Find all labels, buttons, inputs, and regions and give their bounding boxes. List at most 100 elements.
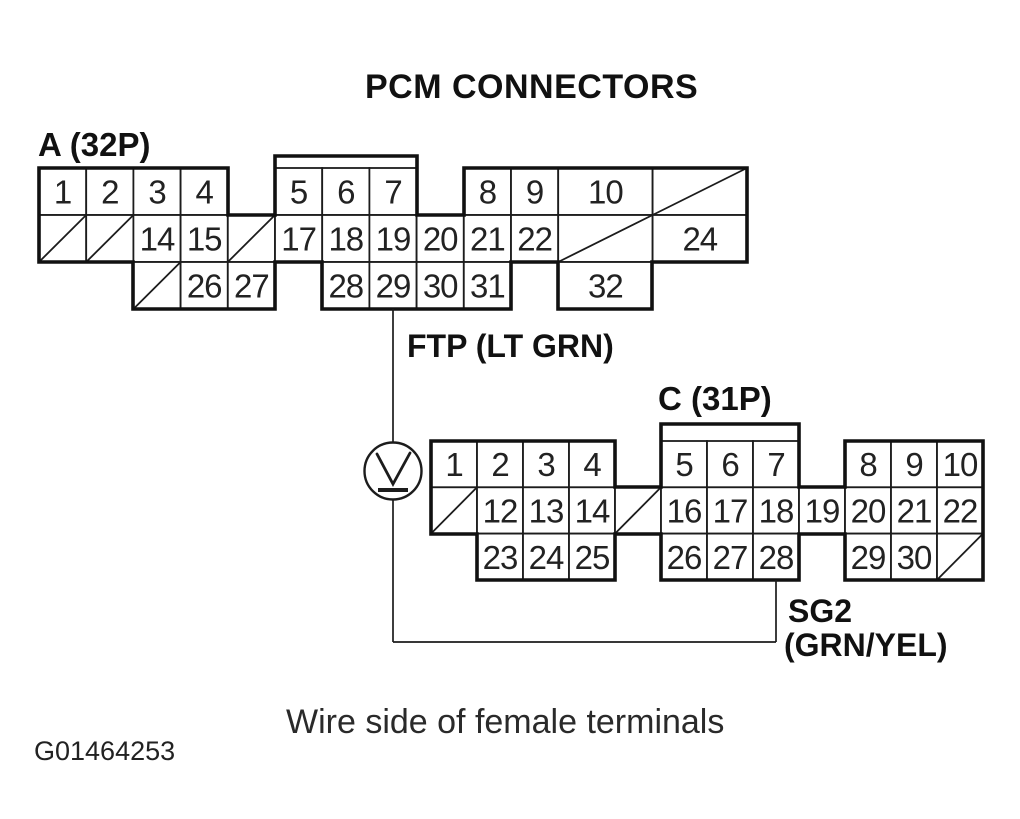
no-pin-diagonal xyxy=(227,214,276,263)
pin-cell-c-19 xyxy=(798,486,846,535)
pin-number-a-8: 8 xyxy=(479,174,496,211)
pin-number-a-19: 19 xyxy=(376,221,411,258)
pin-cell-a-15 xyxy=(179,214,229,263)
pin-number-c-8: 8 xyxy=(859,446,876,483)
pin-cell-a-6 xyxy=(321,167,371,216)
wire-ftp xyxy=(392,309,777,643)
no-pin-diagonal xyxy=(430,486,478,535)
pin-number-c-9: 9 xyxy=(905,446,922,483)
pin-number-c-21: 21 xyxy=(897,492,932,529)
pin-number-a-24: 24 xyxy=(682,221,717,258)
no-pin-diagonal xyxy=(38,214,87,263)
pin-cell-c-5 xyxy=(660,440,708,489)
pin-number-a-4: 4 xyxy=(196,174,214,211)
connector-c-label: C (31P) xyxy=(658,380,772,417)
pin-cell-c-23 xyxy=(476,532,524,581)
wire-ftp-label: FTP (LT GRN) xyxy=(407,328,614,364)
pin-number-a-14: 14 xyxy=(140,221,175,258)
connector-a-label: A (32P) xyxy=(38,126,150,163)
page-title: PCM CONNECTORS xyxy=(365,68,698,106)
pin-cell-c-28 xyxy=(752,532,800,581)
pin-cell-c-10 xyxy=(936,440,984,489)
pin-number-c-3: 3 xyxy=(537,446,554,483)
pin-number-a-29: 29 xyxy=(376,268,411,305)
pin-cell-a-27 xyxy=(226,261,276,310)
pin-number-a-31: 31 xyxy=(470,268,505,305)
pin-cell-c-14 xyxy=(568,486,616,535)
pin-number-a-20: 20 xyxy=(423,221,458,258)
pin-number-a-5: 5 xyxy=(290,174,307,211)
pin-number-c-2: 2 xyxy=(491,446,508,483)
pin-number-c-19: 19 xyxy=(805,492,840,529)
pin-cell-c-12 xyxy=(476,486,524,535)
pin-number-a-32: 32 xyxy=(588,268,623,305)
pin-number-a-9: 9 xyxy=(526,174,543,211)
pin-cell-c-7 xyxy=(752,440,800,489)
pin-number-a-28: 28 xyxy=(328,268,363,305)
pin-number-a-18: 18 xyxy=(328,221,363,258)
pin-number-a-30: 30 xyxy=(423,268,458,305)
pin-number-c-30: 30 xyxy=(897,539,932,576)
pin-number-c-16: 16 xyxy=(667,492,702,529)
pin-number-c-12: 12 xyxy=(483,492,518,529)
pin-cell-c-2 xyxy=(476,440,524,489)
pin-cell-a-30 xyxy=(415,261,465,310)
pin-cell-c-21 xyxy=(890,486,938,535)
pin-number-c-22: 22 xyxy=(943,492,978,529)
no-pin-diagonal xyxy=(936,532,984,581)
pin-number-a-2: 2 xyxy=(101,174,118,211)
pin-number-a-15: 15 xyxy=(187,221,222,258)
pin-number-a-22: 22 xyxy=(517,221,552,258)
no-pin-diagonal xyxy=(652,167,748,216)
voltage-probe-icon xyxy=(363,441,423,501)
wire-sg2-label-line1: SG2 xyxy=(788,593,852,629)
pin-number-c-20: 20 xyxy=(851,492,886,529)
wire-side-caption: Wire side of female terminals xyxy=(286,703,724,741)
pin-cell-a-22 xyxy=(510,214,560,263)
pin-cell-a-28 xyxy=(321,261,371,310)
pin-number-c-17: 17 xyxy=(713,492,748,529)
no-pin-diagonal xyxy=(132,261,182,310)
pin-number-c-4: 4 xyxy=(583,446,601,483)
pin-number-a-6: 6 xyxy=(337,174,354,211)
pin-cell-a-14 xyxy=(132,214,182,263)
pin-number-c-26: 26 xyxy=(667,539,702,576)
pin-number-a-10: 10 xyxy=(588,174,623,211)
pin-number-c-18: 18 xyxy=(759,492,794,529)
pin-number-c-1: 1 xyxy=(445,446,462,483)
pin-cell-c-26 xyxy=(660,532,708,581)
figure-id: G01464253 xyxy=(34,736,175,766)
pin-number-c-10: 10 xyxy=(943,446,978,483)
pin-number-c-28: 28 xyxy=(759,539,794,576)
pin-number-c-6: 6 xyxy=(721,446,738,483)
wire-sg2-label-line2: (GRN/YEL) xyxy=(784,627,948,663)
pin-number-c-23: 23 xyxy=(483,539,518,576)
pin-number-c-13: 13 xyxy=(529,492,564,529)
pin-number-c-25: 25 xyxy=(575,539,610,576)
connector-a-outline xyxy=(37,154,749,311)
pin-number-a-3: 3 xyxy=(148,174,165,211)
pin-number-c-5: 5 xyxy=(675,446,692,483)
pin-cell-a-31 xyxy=(462,261,512,310)
pin-number-a-27: 27 xyxy=(234,268,269,305)
pin-number-a-1: 1 xyxy=(54,174,71,211)
probe-v-glyph xyxy=(375,451,412,487)
no-pin-diagonal xyxy=(557,214,654,263)
pin-number-c-29: 29 xyxy=(851,539,886,576)
pin-number-a-7: 7 xyxy=(384,174,401,211)
pin-cell-a-18 xyxy=(321,214,371,263)
connector-c-outline xyxy=(429,422,985,582)
pin-cell-a-19 xyxy=(368,214,418,263)
no-pin-diagonal xyxy=(85,214,135,263)
pin-number-a-17: 17 xyxy=(281,221,316,258)
no-pin-diagonal xyxy=(614,486,662,535)
pin-number-c-27: 27 xyxy=(713,539,748,576)
pin-number-c-24: 24 xyxy=(529,539,564,576)
pin-number-c-14: 14 xyxy=(575,492,610,529)
pin-cell-c-18 xyxy=(752,486,800,535)
pin-cell-a-10 xyxy=(557,167,654,216)
pin-number-a-26: 26 xyxy=(187,268,222,305)
